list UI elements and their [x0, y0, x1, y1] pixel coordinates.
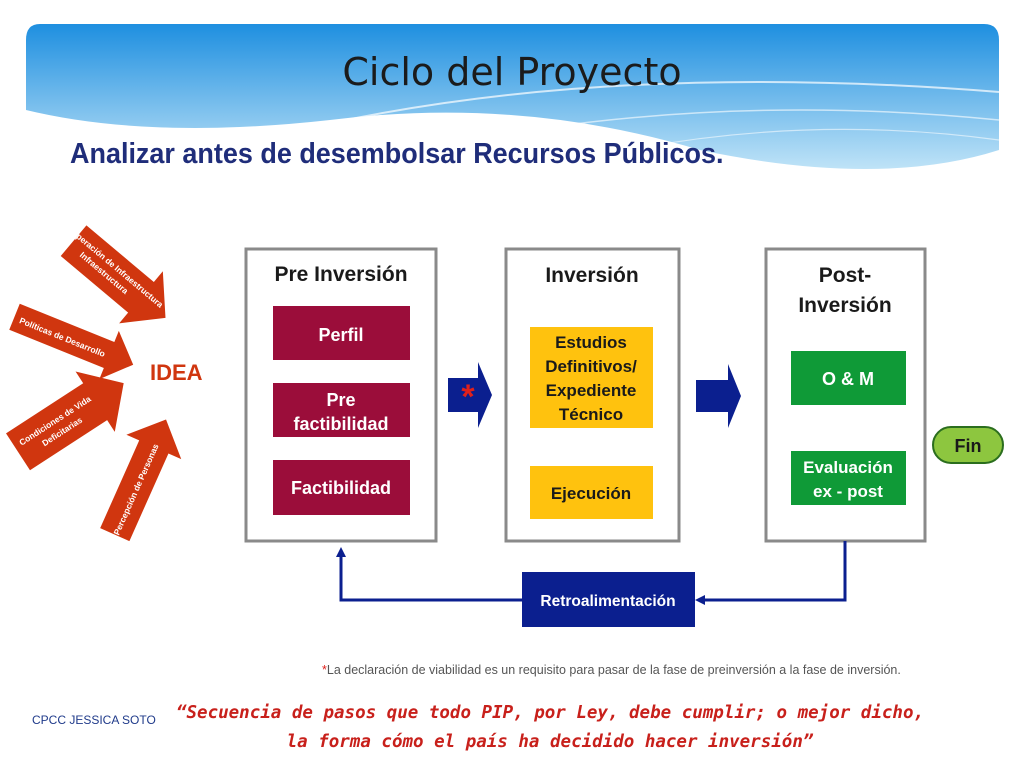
footnote-text: La declaración de viabilidad es un requi…: [326, 663, 901, 677]
phase-title-pre-inversion: Pre Inversión: [274, 263, 407, 286]
phase-title-inversion: Inversión: [545, 264, 638, 287]
step-factibilidad: [273, 460, 410, 515]
arrow-inversion-to-post: [696, 364, 741, 428]
step-ejecucion: [530, 466, 653, 519]
viability-footnote: *La declaración de viabilidad es un requ…: [322, 663, 901, 677]
step-pre-factibilidad: [273, 383, 410, 437]
step-o-and-m: [791, 351, 906, 405]
svg-text:Inversión: Inversión: [798, 294, 891, 317]
step-label-perfil: Perfil: [318, 325, 363, 345]
definition-quote: “Secuencia de pasos que todo PIP, por Le…: [90, 699, 1010, 757]
quote-line-1: “Secuencia de pasos que todo PIP, por Le…: [175, 703, 925, 723]
svg-text:Expediente: Expediente: [546, 381, 637, 400]
author-credit: CPCC JESSICA SOTO: [32, 713, 156, 727]
svg-text:Evaluación: Evaluación: [803, 458, 893, 477]
svg-text:factibilidad: factibilidad: [293, 414, 388, 434]
step-label-o-and-m: O & M: [822, 369, 874, 389]
quote-line-2: la forma cómo el país ha decidido hacer …: [286, 732, 814, 752]
footnote-mark: *: [322, 663, 327, 677]
step-estudios-definitivos: [530, 327, 653, 428]
idea-label: IDEA: [150, 360, 203, 385]
svg-text:Técnico: Técnico: [559, 405, 623, 424]
input-arrow-percepcion: Percepción de Personas: [100, 419, 182, 542]
header-banner: [26, 24, 1000, 169]
feedback-line-right: [695, 541, 847, 605]
feedback-box: [522, 572, 695, 627]
svg-text:Post-: Post-: [819, 264, 872, 287]
fin-node: [932, 426, 1004, 464]
input-arrow-condiciones: Condiciones de Vida Deficitarias: [6, 371, 124, 471]
step-perfil: [273, 306, 410, 360]
svg-text:ex - post: ex - post: [813, 482, 883, 501]
step-evaluacion-ex-post: [791, 451, 906, 505]
page-title: Ciclo del Proyecto: [342, 50, 682, 94]
svg-text:Estudios: Estudios: [555, 333, 627, 352]
feedback-label: Retroalimentación: [540, 593, 675, 610]
feedback-line-left: [336, 547, 522, 602]
fin-label: Fin: [955, 436, 982, 456]
page-subtitle: Analizar antes de desembolsar Recursos P…: [70, 138, 724, 170]
step-label-factibilidad: Factibilidad: [291, 478, 391, 498]
viability-asterisk: *: [461, 378, 475, 416]
arrow-pre-to-inversion: [448, 362, 492, 428]
step-label-ejecucion: Ejecución: [551, 484, 631, 503]
svg-text:Definitivos/: Definitivos/: [545, 357, 637, 376]
svg-text:Pre: Pre: [326, 390, 355, 410]
